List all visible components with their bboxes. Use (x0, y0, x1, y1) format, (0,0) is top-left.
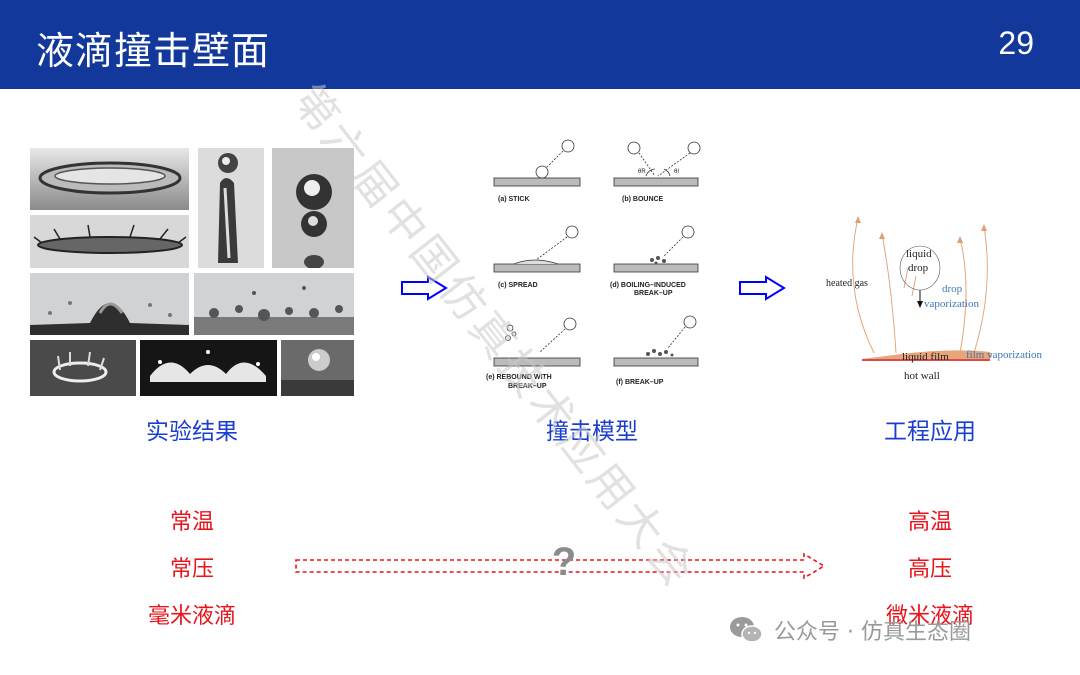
app-drop-label-1: liquid (906, 248, 932, 260)
condition-right-temperature: 高温 (907, 510, 952, 535)
photo-drop-pinch (272, 148, 354, 268)
arrow-right-icon (739, 275, 786, 301)
photo-ring-drop (30, 148, 189, 210)
heated-gas-label: heated gas (826, 278, 868, 289)
photo-spread-drop (30, 273, 189, 335)
arrow-right-icon (401, 275, 448, 301)
header-bar: 液滴撞击壁面 29 (0, 0, 1080, 89)
condition-left-droplet: 毫米液滴 (147, 604, 236, 629)
model-label-boiling-breakup-2: BREAK–UP (634, 290, 673, 297)
drop-vaporization-label-1: drop (942, 283, 963, 295)
model-label-bounce: (b) BOUNCE (622, 196, 664, 203)
model-label-breakup: (f) BREAK–UP (616, 379, 664, 386)
photo-crown-dark (30, 340, 136, 396)
theta-r-label: θR (638, 169, 646, 175)
dashed-arrow-icon (295, 552, 826, 580)
photo-crown-splash (30, 215, 189, 268)
photo-breakup-spray (194, 273, 354, 335)
slide-title: 液滴撞击壁面 (36, 29, 271, 73)
drop-vaporization-label-2: vaporization (924, 298, 979, 310)
app-drop-label-2: drop (908, 262, 929, 274)
hot-wall-label: hot wall (904, 370, 940, 382)
model-label-spread: (c) SPREAD (498, 282, 538, 289)
liquid-film-label: liquid film (902, 351, 949, 363)
condition-left-pressure: 常压 (169, 557, 214, 582)
wechat-icon (730, 617, 763, 643)
wechat-account-text: 公众号 · 仿真生态圈 (774, 620, 971, 645)
caption-application: 工程应用 (884, 419, 976, 445)
condition-right-pressure: 高压 (907, 557, 952, 582)
impact-model-diagram: (a) STICK (b) BOUNCE θR θI (c) SPREAD (d… (486, 139, 701, 390)
model-label-boiling-breakup: (d) BOILING–INDUCED (610, 282, 686, 289)
wechat-footer: 公众号 · 仿真生态圈 (728, 614, 971, 646)
photo-splash-wide (140, 340, 277, 396)
question-mark: ? (551, 540, 577, 584)
page-number: 29 (998, 25, 1034, 61)
model-label-rebound-breakup: (e) REBOUND WITH (486, 374, 552, 381)
model-label-rebound-breakup-2: BREAK–UP (508, 383, 547, 390)
condition-left-temperature: 常温 (169, 510, 214, 535)
theta-i-label: θI (674, 169, 679, 175)
photo-drop-neck (198, 148, 264, 268)
application-diagram: liquid drop heated gas drop vaporization… (826, 216, 1043, 382)
caption-experiment: 实验结果 (146, 419, 238, 445)
model-label-stick: (a) STICK (498, 196, 530, 203)
photo-bouncing-drop (281, 340, 354, 396)
film-vaporization-label: film vaporization (966, 349, 1043, 361)
caption-model: 撞击模型 (546, 419, 638, 445)
condition-right-droplet: 微米液滴 (885, 604, 974, 629)
